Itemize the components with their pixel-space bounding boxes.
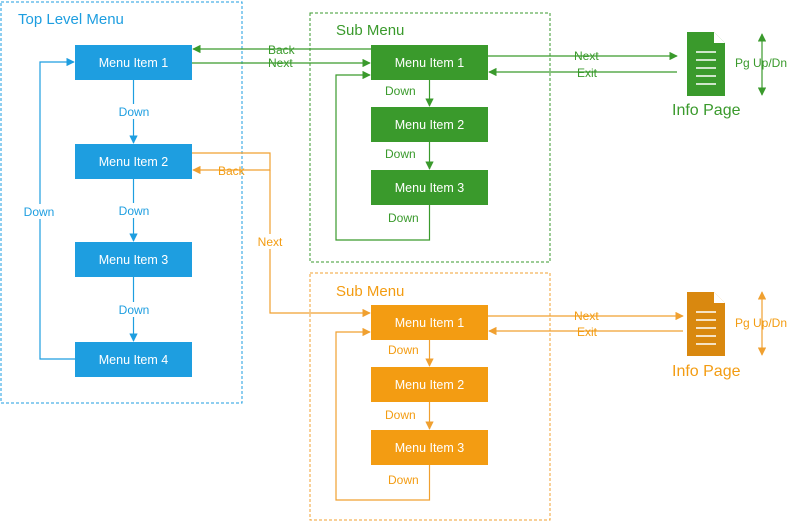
- next-label-info1: Next: [574, 49, 599, 63]
- top-down-label-3: Down: [119, 303, 150, 317]
- sub-menu-2-title: Sub Menu: [336, 283, 404, 300]
- next-label-sub1: Next: [268, 56, 293, 70]
- back-arrow-sub2: [192, 152, 271, 175]
- sub1-menu-item-2[interactable]: [371, 107, 488, 142]
- top-menu-item-4[interactable]: [75, 342, 192, 377]
- top-menu-item-3[interactable]: [75, 242, 192, 277]
- sub-menu-1-group: [309, 12, 551, 263]
- sub2-down-label-2: Down: [385, 408, 416, 422]
- top-menu-item-3-label: Menu Item 3: [99, 253, 169, 267]
- sub1-menu-item-2-label: Menu Item 2: [395, 118, 465, 132]
- pg-updn-label-1: Pg Up/Dn: [735, 56, 787, 70]
- top-down-label-2: Down: [119, 204, 150, 218]
- next-label-info2: Next: [574, 309, 599, 323]
- sub2-loop-down-label: Down: [388, 473, 419, 487]
- top-down-label-1: Down: [119, 105, 150, 119]
- sub1-menu-item-1-label: Menu Item 1: [395, 56, 465, 70]
- exit-label-info1: Exit: [577, 66, 598, 80]
- back-label-sub1: Back: [268, 43, 296, 57]
- top-menu-item-4-label: Menu Item 4: [99, 353, 169, 367]
- sub1-down-label-1: Down: [385, 84, 416, 98]
- sub2-loop-arrow: [335, 327, 431, 501]
- sub2-menu-item-1-label: Menu Item 1: [395, 316, 465, 330]
- sub2-menu-item-2-label: Menu Item 2: [395, 378, 465, 392]
- document-icon[interactable]: [687, 32, 725, 96]
- top-menu-item-1-label: Menu Item 1: [99, 56, 169, 70]
- sub2-menu-item-2[interactable]: [371, 367, 488, 402]
- document-icon[interactable]: [687, 292, 725, 356]
- sub2-down-label-1: Down: [388, 343, 419, 357]
- back-label-sub2: Back: [218, 164, 246, 178]
- sub1-menu-item-3[interactable]: [371, 170, 488, 205]
- top-level-menu-group: [0, 1, 243, 404]
- sub1-down-label-2: Down: [385, 147, 416, 161]
- sub1-loop-down-label: Down: [388, 211, 419, 225]
- top-menu-item-1[interactable]: [75, 45, 192, 80]
- sub1-menu-item-1[interactable]: [371, 45, 488, 80]
- sub-menu-1-title: Sub Menu: [336, 22, 404, 39]
- next-label-sub2: Next: [258, 235, 283, 249]
- next-arrow-sub2-down: [269, 170, 371, 318]
- top-level-menu-title: Top Level Menu: [18, 11, 124, 28]
- pg-updn-label-2: Pg Up/Dn: [735, 316, 787, 330]
- info-page-2-label: Info Page: [672, 363, 741, 380]
- sub-menu-2-group: [309, 272, 551, 521]
- exit-label-info2: Exit: [577, 325, 598, 339]
- sub2-menu-item-3-label: Menu Item 3: [395, 441, 465, 455]
- top-menu-item-2[interactable]: [75, 144, 192, 179]
- sub2-menu-item-3[interactable]: [371, 430, 488, 465]
- sub2-menu-item-1[interactable]: [371, 305, 488, 340]
- top-menu-item-2-label: Menu Item 2: [99, 155, 169, 169]
- top-loop-down-label: Down: [24, 205, 55, 219]
- sub1-loop-arrow: [335, 70, 431, 241]
- sub1-menu-item-3-label: Menu Item 3: [395, 181, 465, 195]
- info-page-1-label: Info Page: [672, 102, 741, 119]
